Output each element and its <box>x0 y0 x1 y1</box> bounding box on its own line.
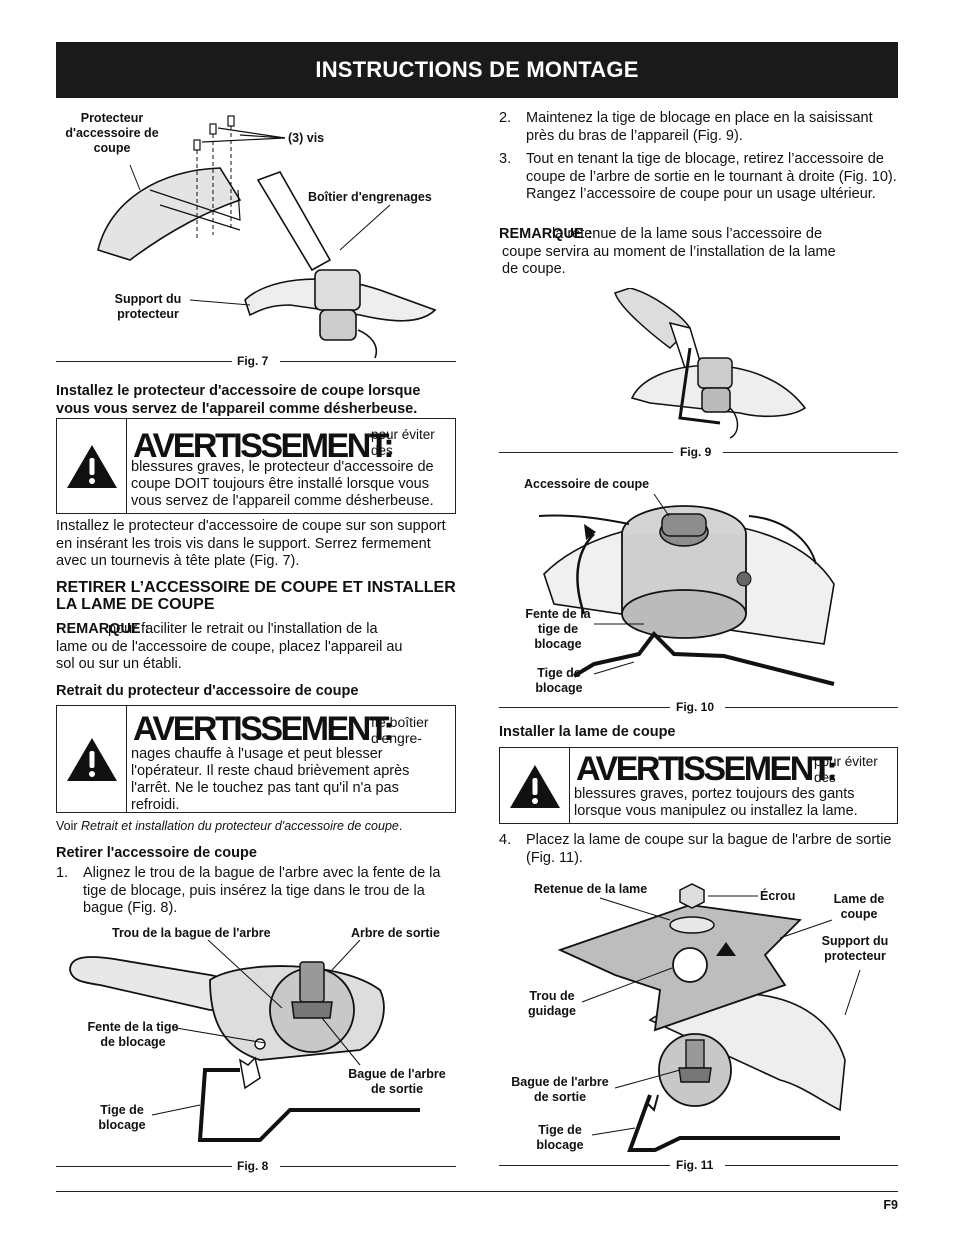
fig11-rule-left <box>499 1165 670 1166</box>
fig7-illustration <box>97 115 437 359</box>
fig8-rule-left <box>56 1166 232 1167</box>
fig8-label-bague: Bague de l'arbre de sortie <box>348 1067 446 1096</box>
step-1-text: Alignez le trou de la bague de l'arbre a… <box>83 865 441 917</box>
fig7-rule-left <box>56 361 232 362</box>
subheading-retrait-protecteur: Retrait du protecteur d'accessoire de co… <box>56 683 359 699</box>
voir-suffix: . <box>398 819 403 833</box>
warning-box-1: AVERTISSEMENT: pour éviter des blessures… <box>56 418 456 514</box>
fig8-illustration <box>69 940 420 1142</box>
warning-body: nages chauffe à l'usage et peut blesser … <box>131 746 410 814</box>
step-4-text: Placez la lame de coupe sur la bague de … <box>526 832 892 866</box>
voir-reference: Voir Retrait et installation du protecte… <box>56 819 456 834</box>
fig11-label-retenue: Retenue de la lame <box>534 882 648 896</box>
fig10-rule-left <box>499 707 670 708</box>
fig8-label-arbre: Arbre de sortie <box>351 926 440 940</box>
fig11-label-ecrou: Écrou <box>760 889 796 903</box>
fig10-illustration <box>538 494 835 686</box>
warning-body: blessures graves, le protecteur d'access… <box>131 459 434 510</box>
voir-italic: Retrait et installation du protecteur d'… <box>81 819 399 833</box>
fig7-label-support: Support du protecteur <box>114 292 182 321</box>
warning-lead: fle boîtier d'engre- <box>371 714 429 747</box>
step-number: 2. <box>499 110 512 126</box>
page-title: INSTRUCTIONS DE MONTAGE <box>315 56 639 82</box>
fig11-rule-right <box>725 1165 898 1166</box>
remark-left: REMARQUE : <box>56 621 456 639</box>
warning-icon <box>500 748 570 823</box>
warning-box-2: AVERTISSEMENT: fle boîtier d'engre- nage… <box>56 705 456 813</box>
section-title: RETIRER L’ACCESSOIRE DE COUPE ET INSTALL… <box>56 579 456 614</box>
fig10-label-fente: Fente de la tige de blocage <box>525 607 591 651</box>
step-3-text: Tout en tenant la tige de blocage, retir… <box>526 151 897 203</box>
fig8-rule-right <box>280 1166 456 1167</box>
fig11-label-tige: Tige de blocage <box>536 1123 584 1152</box>
fig10-label-tige: Tige de blocage <box>535 666 583 695</box>
page-number: F9 <box>883 1198 898 1212</box>
fig8-label-fente: Fente de la tige de blocage <box>87 1020 179 1049</box>
fig10-rule-right <box>725 707 898 708</box>
subheading-retirer-accessoire: Retirer l'accessoire de coupe <box>56 845 257 861</box>
subheading-installer-lame: Installer la lame de coupe <box>499 724 676 740</box>
fig11-label-support: Support du protecteur <box>821 934 889 963</box>
fig11-caption: Fig. 11 <box>676 1158 714 1172</box>
voir-prefix: Voir <box>56 819 82 833</box>
step-number: 1. <box>56 865 69 881</box>
fig7-label-boitier: Boîtier d'engrenages <box>308 190 432 204</box>
step-2-text: Maintenez la tige de blocage en place en… <box>526 110 873 144</box>
page-title-banner: INSTRUCTIONS DE MONTAGE <box>56 42 898 98</box>
fig9-illustration <box>614 288 807 439</box>
remark-left-text: pour faciliter le retrait ou l'installat… <box>56 621 403 673</box>
warning-icon <box>57 706 127 812</box>
fig7-caption: Fig. 7 <box>237 354 269 368</box>
fig9-caption: Fig. 9 <box>680 445 712 459</box>
step-number: 3. <box>499 151 512 167</box>
fig10-label-accessoire: Accessoire de coupe <box>524 477 650 491</box>
footer-rule <box>56 1191 898 1192</box>
fig11-label-trou: Trou de guidage <box>528 989 576 1018</box>
fig7-label-protecteur: Protecteur d'accessoire de coupe <box>65 111 159 155</box>
fig9-rule-right <box>723 452 898 453</box>
warning-lead: pour éviter des <box>371 427 435 458</box>
fig11-illustration <box>557 883 861 1152</box>
fig8-caption: Fig. 8 <box>237 1159 269 1173</box>
fig7-label-vis: (3) vis <box>288 131 325 145</box>
fig9-rule-left <box>499 452 673 453</box>
warning-heading: AVERTISSEMENT: <box>133 427 395 465</box>
warning-body: blessures graves, portez toujours des ga… <box>574 786 858 820</box>
fig11-label-lame: Lame de coupe <box>833 892 885 921</box>
step-number: 4. <box>499 832 512 848</box>
remark-label: REMARQUE : <box>56 621 150 637</box>
fig10-caption: Fig. 10 <box>676 700 715 714</box>
warning-heading: AVERTISSEMENT: <box>133 710 395 748</box>
fig7-rule-right <box>280 361 456 362</box>
remark-right-label: REMARQUE : <box>499 226 593 242</box>
warning-lead: pour éviter des <box>814 754 878 785</box>
fig11-label-bague: Bague de l'arbre de sortie <box>511 1075 609 1104</box>
intro-bold: Installez le protecteur d'accessoire de … <box>56 383 421 417</box>
fig8-label-tige: Tige de blocage <box>98 1103 146 1132</box>
fig8-label-trou: Trou de la bague de l'arbre <box>112 926 271 940</box>
warning-box-3: AVERTISSEMENT: pour éviter des blessures… <box>499 747 898 824</box>
paragraph-install-guard: Installez le protecteur d'accessoire de … <box>56 518 446 570</box>
warning-icon <box>57 419 127 513</box>
remark-right-text: la retenue de la lame sous l’accessoire … <box>502 226 836 278</box>
warning-heading: AVERTISSEMENT: <box>576 750 838 788</box>
